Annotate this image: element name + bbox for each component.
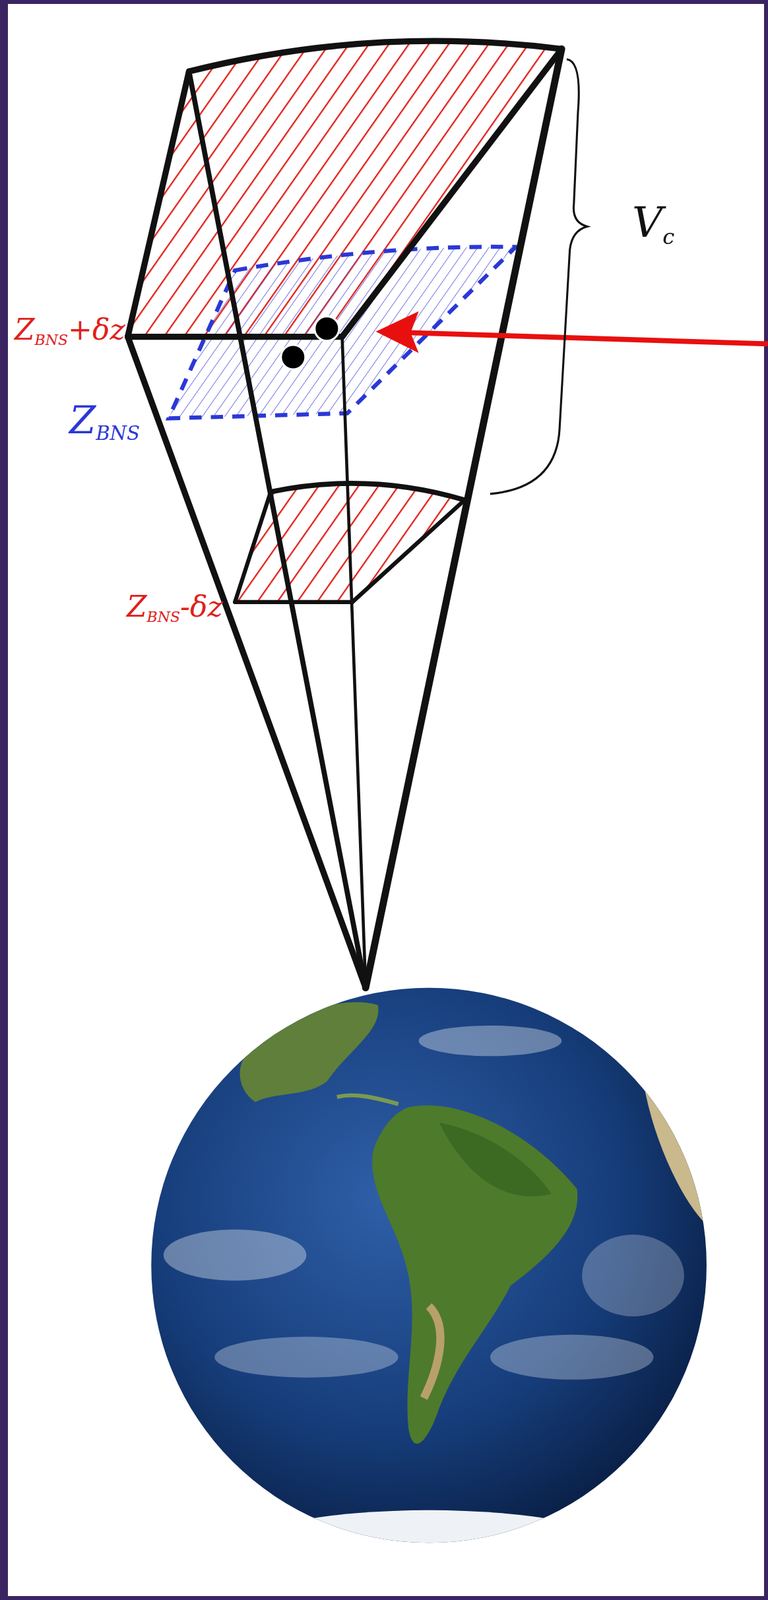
symbol-text: Z (14, 312, 35, 347)
redshift-lower-label: ZBNS-δz (126, 592, 224, 625)
subscript-text: BNS (95, 422, 140, 445)
subscript-text: BNS (147, 608, 181, 626)
subscript-text: BNS (34, 331, 69, 349)
symbol-text: Z (69, 397, 96, 443)
comoving-volume-label: Vc (632, 201, 675, 248)
symbol-text: -δz (180, 589, 224, 624)
redshift-upper-label: ZBNS+δz (14, 315, 126, 348)
symbol-text: +δz (67, 312, 126, 347)
symbol-text: V (632, 197, 663, 247)
subscript-text: c (662, 224, 675, 250)
symbol-text: Z (126, 589, 148, 624)
redshift-bns-label: ZBNS (69, 401, 140, 444)
